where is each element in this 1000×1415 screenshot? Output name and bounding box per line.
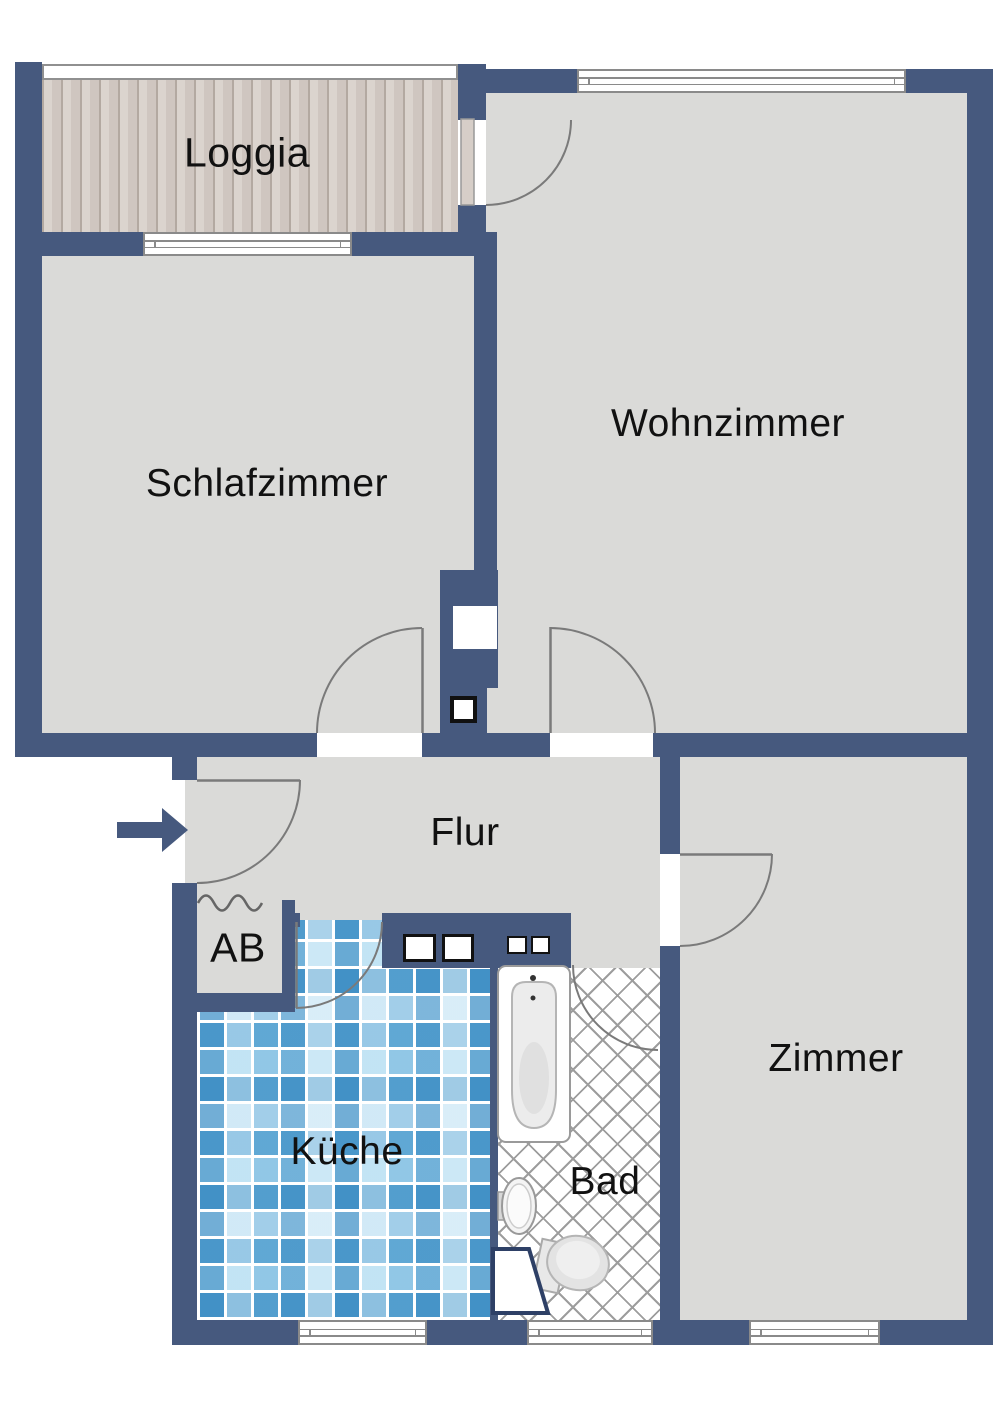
window-frame-line [145,246,350,249]
window-frame-line [579,77,904,79]
kueche-shaft-left [403,934,436,962]
chimney-shaft [450,696,477,723]
washbasin-icon [497,1177,537,1235]
wohnzimmer-floor [486,93,967,733]
bad-door-threshold [571,913,660,968]
loggia-wood-deck [42,78,458,234]
loggia-schlafzimmer-window [143,232,352,256]
wohnzimmer-window [577,69,906,93]
window-frame-tick [893,77,895,84]
schlafzimmer-label: Schlafzimmer [145,462,389,505]
kueche-shaft-right [442,934,474,962]
bad-door-arc [572,964,659,1051]
window-frame-tick [760,1328,762,1336]
loggia-door-arc [485,119,572,206]
zimmer-window [749,1320,880,1345]
wall-entry-stub [172,757,197,780]
entry-door-arc [196,779,301,884]
window-frame-line [529,1335,651,1337]
ab-label: AB [210,924,266,971]
schlafzimmer-floor [42,256,474,733]
bad-shaft-left [507,936,527,954]
window-frame-tick [640,1328,642,1336]
toilet-icon [530,1234,610,1295]
wall-loggia-bottom-left [15,232,143,256]
loggia-label: Loggia [183,129,311,176]
window-frame-tick [154,240,156,247]
wall-zimmer-divider-lower [660,946,680,1320]
window-frame-line [300,1328,425,1330]
wall-divider-schlaf-wohn [474,232,497,570]
wall-loggia-bottom-right [352,232,458,256]
zimmer-door-arc [679,853,773,947]
window-frame-tick [538,1328,540,1336]
window-frame-line [145,240,350,242]
wall-zimmer-divider-upper [660,757,680,854]
wall-left-upper [15,62,42,757]
window-frame-line [579,83,904,86]
zimmer-floor [680,757,967,1320]
wohnzimmer-label: Wohnzimmer [611,402,845,445]
window-frame-tick [414,1328,416,1336]
kueche-window [298,1320,427,1345]
window-frame-line [751,1328,878,1330]
wall-flur-north-left [15,733,317,757]
flur-label: Flur [430,811,500,854]
window-frame-tick [339,240,341,247]
window-frame-tick [588,77,590,84]
loggia-door-leaf [460,118,475,206]
window-frame-tick [309,1328,311,1336]
wall-flur-north-mid [422,733,550,757]
wall-wohn-zimmer-divider [653,733,993,757]
zimmer-label: Zimmer [768,1037,904,1080]
window-frame-tick [867,1328,869,1336]
bathtub-icon [497,965,571,1143]
wall-ab-bottom [197,993,295,1012]
wohnzimmer-door-arc [549,627,656,734]
wall-top-left [458,69,577,93]
bad-label: Bad [569,1160,641,1203]
bad-window [527,1320,653,1345]
wall-kueche-bad-divider [490,968,498,1320]
entry-arrow-icon [117,808,188,852]
kueche-door-arc [295,921,383,1009]
curtain-squiggle-icon [196,894,264,912]
loggia-railing [42,64,458,80]
bad-shaft-right [531,936,550,954]
wall-ab-right [282,900,295,1012]
wall-ab-hinge-stub [293,913,300,927]
wall-left-lower [172,883,197,1345]
window-frame-line [300,1335,425,1337]
window-frame-line [529,1328,651,1330]
kueche-label: Küche [290,1130,404,1173]
window-frame-line [751,1335,878,1337]
bad-corner-shaft [491,1247,551,1315]
wall-right-outer [967,69,993,1345]
schlafzimmer-door-arc [316,627,423,734]
installation-shaft [453,606,497,649]
